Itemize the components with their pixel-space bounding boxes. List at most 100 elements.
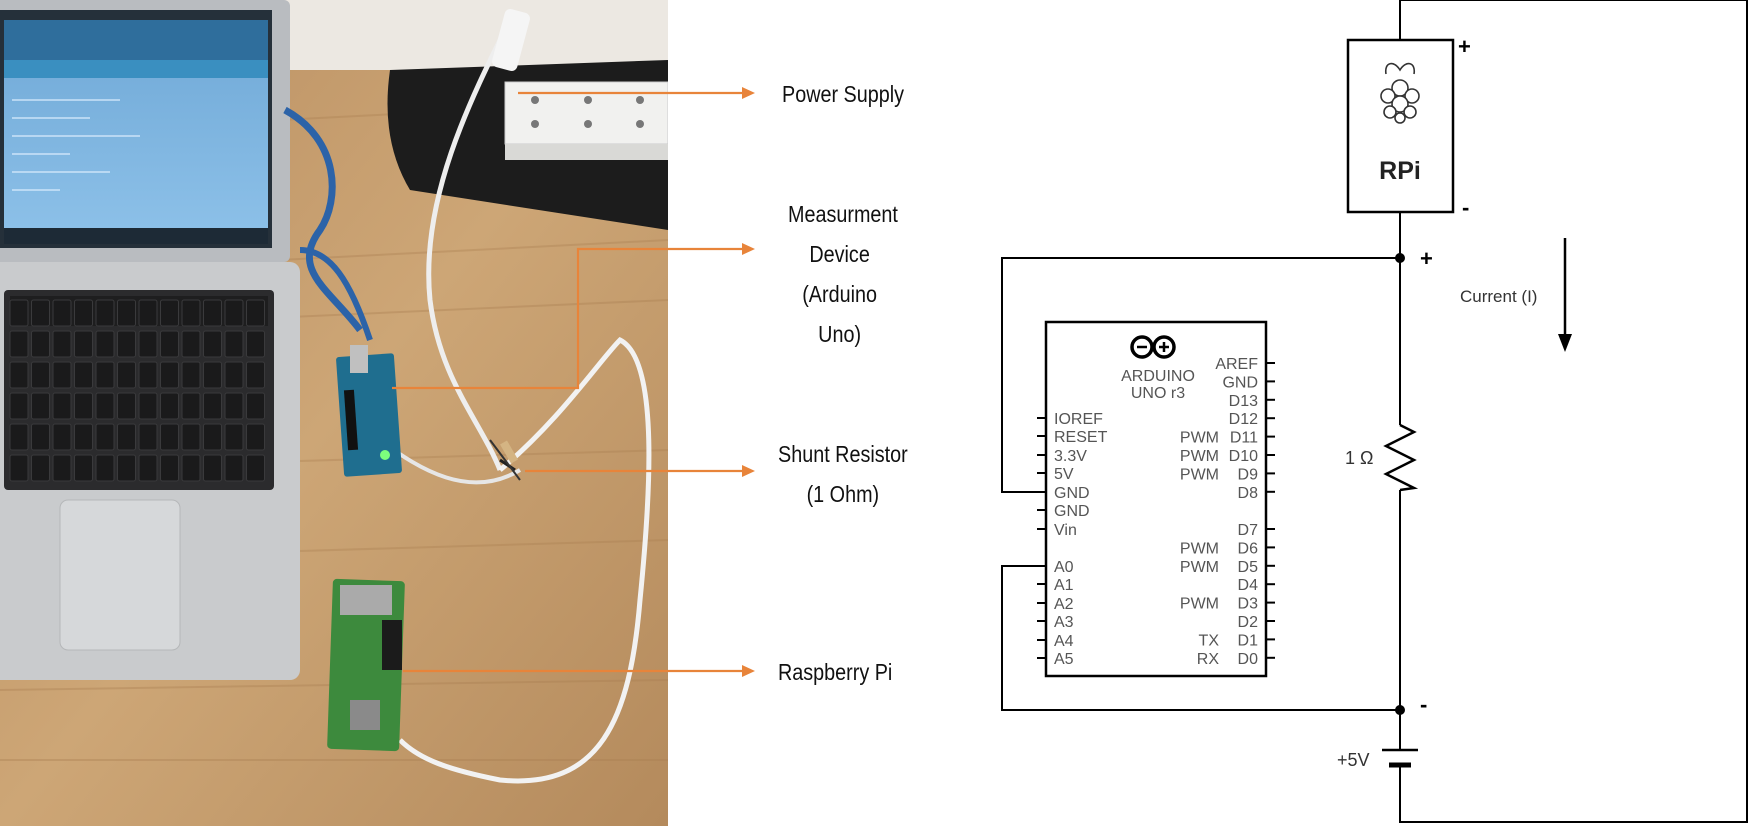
rpi-minus: - — [1462, 195, 1469, 220]
keyboard-key — [203, 392, 222, 420]
keyboard-key — [9, 423, 29, 451]
arduino-box — [1044, 320, 1268, 678]
keyboard-key — [138, 330, 158, 358]
keyboard-key — [31, 299, 50, 327]
junction-bottom — [1395, 705, 1405, 715]
keyboard-key — [160, 423, 179, 451]
wire-to-gnd — [1001, 257, 1400, 493]
pin-function-label: PWM — [1180, 466, 1219, 483]
right-pin-label: D1 — [1238, 632, 1259, 649]
keyboard-key — [138, 361, 158, 389]
keyboard-key — [203, 423, 222, 451]
raspberry-logo-icon — [1380, 62, 1420, 124]
keyboard-key — [9, 361, 29, 389]
keyboard-key — [246, 392, 265, 420]
right-pin-label: D3 — [1238, 596, 1259, 613]
left-pin-label: A1 — [1054, 577, 1074, 594]
keyboard-key — [160, 392, 179, 420]
keyboard-key — [181, 361, 201, 389]
right-pin-label: D6 — [1238, 540, 1259, 557]
right-pin-label: D12 — [1229, 411, 1258, 428]
keyboard-key — [224, 392, 244, 420]
left-pin-label: RESET — [1054, 429, 1108, 446]
keyboard-key — [74, 423, 93, 451]
keyboard-key — [203, 330, 222, 358]
keyboard-key — [224, 299, 244, 327]
cables — [283, 18, 652, 784]
arduino-board-photo — [336, 345, 402, 477]
keyboard-key — [181, 392, 201, 420]
keyboard-key — [74, 392, 93, 420]
keyboard-key — [160, 330, 179, 358]
resistor-symbol — [1383, 423, 1419, 492]
arduino-pins: IOREFRESET3.3V5VGNDGNDVinA0A1A2A3A4A5ARE… — [1037, 356, 1275, 668]
rpi-plus: + — [1458, 34, 1471, 59]
rpi-box — [1346, 38, 1455, 214]
current-arrow — [1558, 238, 1572, 352]
keyboard-key — [31, 361, 50, 389]
keyboard-key — [224, 330, 244, 358]
arduino-logo-icon — [1130, 335, 1176, 359]
supply-label: +5V — [1337, 750, 1370, 770]
right-pin-label: GND — [1222, 374, 1258, 391]
keyboard-key — [203, 454, 222, 482]
right-pin-label: D11 — [1230, 430, 1258, 447]
pin-function-label: PWM — [1180, 559, 1219, 576]
keyboard-key — [138, 392, 158, 420]
left-pin-label: A0 — [1054, 559, 1074, 576]
right-pin-label: D9 — [1238, 466, 1259, 483]
right-pin-label: D8 — [1238, 485, 1259, 502]
keyboard-key — [95, 330, 115, 358]
keyboard-key — [246, 454, 265, 482]
keyboard-key — [224, 454, 244, 482]
pin-function-label: RX — [1197, 651, 1220, 668]
keyboard-key — [181, 330, 201, 358]
keyboard-key — [117, 361, 136, 389]
pin-function-label: PWM — [1180, 540, 1219, 557]
keyboard-key — [117, 330, 136, 358]
keyboard-key — [203, 361, 222, 389]
arrow-raspberry — [403, 665, 755, 677]
keyboard-key — [9, 392, 29, 420]
laptop-keyboard — [0, 262, 300, 680]
label-measurement-device: Measurment Device (Arduino Uno) — [788, 201, 898, 347]
right-pin-label: D13 — [1229, 393, 1258, 410]
keyboard-key — [31, 454, 50, 482]
keyboard-key — [52, 361, 72, 389]
keyboard-key — [246, 330, 265, 358]
keyboard-key — [9, 454, 29, 482]
keyboard-key — [117, 423, 136, 451]
rpi-label: RPi — [1379, 157, 1421, 185]
keyboard-key — [138, 299, 158, 327]
left-pin-label: A5 — [1054, 651, 1074, 668]
keyboard-key — [74, 454, 93, 482]
right-pin-label: D7 — [1238, 522, 1259, 539]
label-shunt-resistor: Shunt Resistor (1 Ohm) — [778, 441, 908, 507]
left-pin-label: A2 — [1054, 596, 1074, 613]
junction-plus: + — [1420, 246, 1433, 271]
keyboard-key — [160, 299, 179, 327]
keyboard-key — [95, 423, 115, 451]
label-power-supply: Power Supply — [782, 81, 905, 107]
battery-symbol — [1382, 748, 1418, 768]
keyboard-key — [138, 454, 158, 482]
current-label: Current (I) — [1460, 287, 1537, 306]
right-pin-label: D0 — [1238, 651, 1259, 668]
pin-function-label: TX — [1199, 632, 1220, 649]
callout-arrows — [392, 87, 755, 677]
junction-top — [1395, 253, 1405, 263]
right-pin-label: D4 — [1238, 577, 1259, 594]
keyboard-key — [95, 392, 115, 420]
trackpad — [59, 499, 181, 651]
wall-strip — [260, 0, 668, 70]
keyboard-key — [117, 299, 136, 327]
schematic-wires — [1001, 0, 1748, 823]
right-pin-label: AREF — [1215, 356, 1258, 373]
keyboard-key — [246, 299, 265, 327]
keyboard-key — [224, 361, 244, 389]
pin-function-label: PWM — [1180, 596, 1219, 613]
keyboard-key — [117, 454, 136, 482]
keyboard-key — [95, 299, 115, 327]
keyboard-key — [9, 299, 29, 327]
left-pin-label: GND — [1054, 485, 1090, 502]
